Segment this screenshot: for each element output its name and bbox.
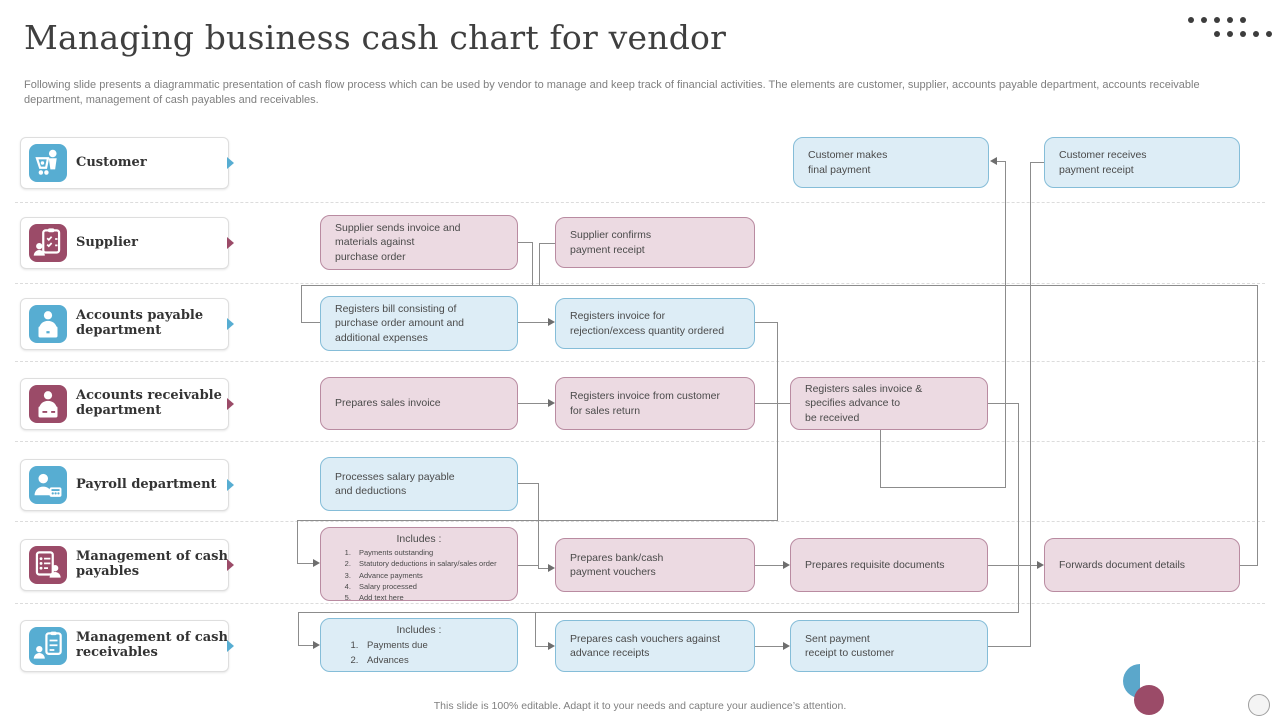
supplier-clipboard-icon — [29, 224, 67, 262]
includes-list: Payments due Advances — [327, 638, 511, 668]
flow-box-text: Prepares cash vouchers against advance r… — [570, 632, 720, 659]
row-separator — [15, 283, 1265, 284]
slide-description: Following slide presents a diagrammatic … — [24, 79, 1200, 106]
accounts-payable-icon — [29, 305, 67, 343]
flow-box-text: Registers invoice from customer for sale… — [570, 390, 720, 417]
dot-icon — [1188, 17, 1194, 23]
flow-box-prepares-sales-invoice[interactable]: Prepares sales invoice — [320, 377, 518, 430]
sidebar-item-label: Supplier — [76, 234, 139, 250]
flow-box-registers-sales-invoice-advance[interactable]: Registers sales invoice & specifies adva… — [790, 377, 988, 430]
sidebar-item-payroll[interactable]: Payroll department — [20, 459, 234, 511]
flow-box-prepares-requisite-documents[interactable]: Prepares requisite documents — [790, 538, 988, 592]
flow-box-text: Customer makes final payment — [808, 149, 888, 176]
chevron-right-icon — [227, 398, 234, 410]
sidebar-item-label: Payroll department — [76, 476, 217, 492]
includes-title: Includes : — [396, 533, 442, 545]
includes-list-item: Payments outstanding — [353, 547, 511, 558]
includes-list: Payments outstanding Statutory deduction… — [327, 547, 511, 603]
flow-box-text: Registers sales invoice & specifies adva… — [805, 383, 923, 424]
circle-maroon-decoration — [1134, 685, 1164, 715]
flow-box-prepares-bank-cash-vouchers[interactable]: Prepares bank/cash payment vouchers — [555, 538, 755, 592]
sidebar-item-label: Management of cash receivables — [76, 630, 228, 660]
row-separator — [15, 521, 1265, 522]
row-separator — [15, 202, 1265, 203]
flow-box-includes-payables[interactable]: Includes : Payments outstanding Statutor… — [320, 527, 518, 603]
dot-icon — [1201, 17, 1207, 23]
dot-icon — [1266, 31, 1272, 37]
includes-title: Includes : — [396, 624, 442, 636]
flow-box-text: Registers bill consisting of purchase or… — [335, 303, 464, 344]
flow-box-forwards-document-details[interactable]: Forwards document details — [1044, 538, 1240, 592]
flow-box-text: Customer receives payment receipt — [1059, 149, 1147, 176]
includes-list-item: Add text here — [353, 592, 511, 603]
flow-box-registers-bill[interactable]: Registers bill consisting of purchase or… — [320, 296, 518, 351]
includes-list-item: Salary processed — [353, 581, 511, 592]
sidebar-item-cash-payables[interactable]: Management of cash payables — [20, 539, 234, 591]
chevron-right-icon — [227, 157, 234, 169]
dot-icon — [1227, 17, 1233, 23]
row-separator — [15, 603, 1265, 604]
flow-box-includes-receivables[interactable]: Includes : Payments due Advances — [320, 618, 518, 672]
page-title: Managing business cash chart for vendor — [24, 18, 727, 57]
flow-box-registers-invoice-rejection[interactable]: Registers invoice for rejection/excess q… — [555, 298, 755, 349]
flow-box-registers-invoice-sales-return[interactable]: Registers invoice from customer for sale… — [555, 377, 755, 430]
flow-box-text: Prepares requisite documents — [805, 558, 945, 571]
flow-box-text: Registers invoice for rejection/excess q… — [570, 310, 725, 337]
flow-box-processes-salary-payable[interactable]: Processes salary payable and deductions — [320, 457, 518, 511]
dot-icon — [1214, 31, 1220, 37]
flow-box-customer-makes-final-payment[interactable]: Customer makes final payment — [793, 137, 989, 188]
sidebar-item-label: Accounts receivable department — [76, 388, 222, 418]
accounts-receivable-icon — [29, 385, 67, 423]
half-circle-blue-decoration — [1123, 664, 1140, 698]
sidebar-item-cash-receivables[interactable]: Management of cash receivables — [20, 620, 234, 672]
includes-list-item: Payments due — [361, 638, 511, 653]
includes-list-item: Statutory deductions in salary/sales ord… — [353, 558, 511, 569]
flow-box-supplier-confirms-payment-receipt[interactable]: Supplier confirms payment receipt — [555, 217, 755, 268]
flow-box-prepares-cash-vouchers-advance[interactable]: Prepares cash vouchers against advance r… — [555, 620, 755, 672]
flow-box-text: Processes salary payable and deductions — [335, 470, 455, 497]
includes-list-item: Advance payments — [353, 570, 511, 581]
sidebar-item-accounts-payable[interactable]: Accounts payable department — [20, 298, 234, 350]
flow-box-supplier-sends-invoice[interactable]: Supplier sends invoice and materials aga… — [320, 215, 518, 270]
sidebar-item-accounts-receivable[interactable]: Accounts receivable department — [20, 378, 234, 430]
customer-cart-icon — [29, 144, 67, 182]
dot-icon — [1240, 31, 1246, 37]
chevron-right-icon — [227, 479, 234, 491]
chevron-right-icon — [227, 318, 234, 330]
payroll-calculator-icon — [29, 466, 67, 504]
flow-box-text: Prepares sales invoice — [335, 397, 441, 410]
flow-box-text: Sent payment receipt to customer — [805, 632, 895, 659]
cash-receivables-icon — [29, 627, 67, 665]
editable-note: This slide is 100% editable. Adapt it to… — [433, 700, 847, 712]
sidebar-item-label: Accounts payable department — [76, 308, 204, 338]
flow-box-text: Supplier confirms payment receipt — [570, 229, 652, 256]
sidebar-item-supplier[interactable]: Supplier — [20, 217, 234, 269]
dot-icon — [1253, 31, 1259, 37]
circle-outline-decoration — [1248, 694, 1270, 716]
flow-box-customer-receives-payment-receipt[interactable]: Customer receives payment receipt — [1044, 137, 1240, 188]
sidebar-item-label: Management of cash payables — [76, 549, 228, 579]
flow-box-sent-payment-receipt[interactable]: Sent payment receipt to customer — [790, 620, 988, 672]
sidebar-item-customer[interactable]: Customer — [20, 137, 234, 189]
dot-icon — [1240, 17, 1246, 23]
dot-icon — [1227, 31, 1233, 37]
row-separator — [15, 441, 1265, 442]
flow-box-text: Supplier sends invoice and materials aga… — [335, 222, 461, 263]
chevron-right-icon — [227, 640, 234, 652]
row-separator — [15, 361, 1265, 362]
chevron-right-icon — [227, 237, 234, 249]
includes-list-item: Advances — [361, 653, 511, 668]
flow-box-text: Prepares bank/cash payment vouchers — [570, 551, 664, 578]
cash-payables-icon — [29, 546, 67, 584]
flow-box-text: Forwards document details — [1059, 558, 1186, 571]
dot-icon — [1214, 17, 1220, 23]
sidebar-item-label: Customer — [76, 154, 147, 170]
chevron-right-icon — [227, 559, 234, 571]
